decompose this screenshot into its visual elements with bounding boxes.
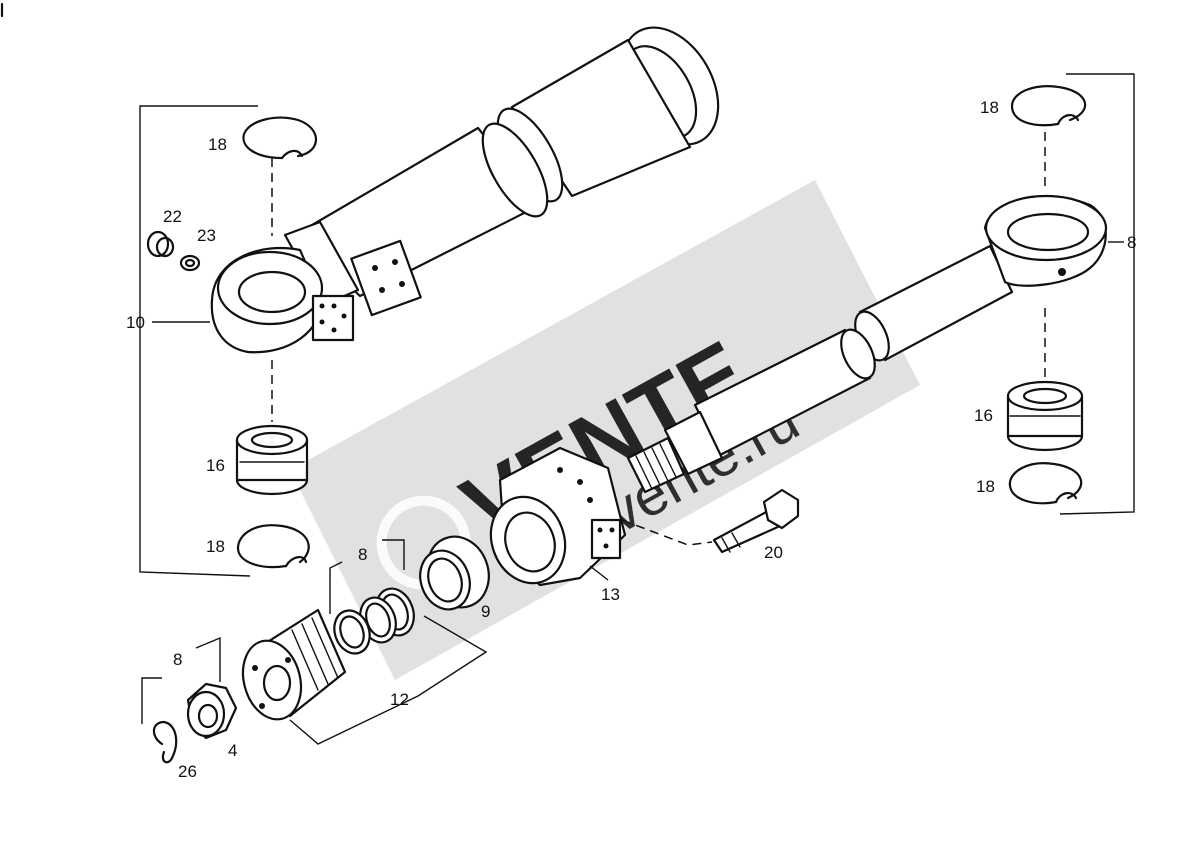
- callout-16-right: 16: [974, 406, 993, 425]
- callouts: 18 22 23 10 16 18 18 8 16 18 20 13 9 8 1…: [126, 98, 1136, 781]
- bracket-group-8-right: [1059, 73, 1135, 515]
- circlip-18-left-bottom: [236, 524, 310, 569]
- bearing-ring-9: [419, 535, 490, 611]
- callout-10: 10: [126, 313, 145, 332]
- callout-18-right-top: 18: [980, 98, 999, 117]
- piston-rod: [626, 194, 1108, 494]
- bracket-group-10: [139, 105, 258, 577]
- bolt-20: [712, 488, 800, 554]
- callout-22: 22: [163, 207, 182, 226]
- callout-12: 12: [390, 690, 409, 709]
- circlip-18-left-top: [242, 116, 317, 160]
- callout-18-right-bottom: 18: [976, 477, 995, 496]
- callout-18-left-top: 18: [208, 135, 227, 154]
- grease-nipple-22: [146, 230, 175, 258]
- washer-23: [179, 254, 201, 272]
- callout-26: 26: [178, 762, 197, 781]
- callout-8-right: 8: [1127, 233, 1136, 252]
- seals-group-8-mid: [329, 539, 415, 655]
- bushing-16-left: [235, 424, 309, 496]
- callout-18-left-bottom: 18: [206, 537, 225, 556]
- nut-4: [141, 636, 238, 740]
- circlip-18-right-top: [1010, 85, 1087, 127]
- circlip-26: [152, 720, 178, 764]
- callout-13: 13: [601, 585, 620, 604]
- piston-12: [241, 608, 488, 745]
- cylinder-barrel: [210, 26, 720, 354]
- gland-13: [489, 446, 627, 587]
- circlip-18-right-bottom: [1008, 462, 1083, 505]
- callout-23: 23: [197, 226, 216, 245]
- callout-9: 9: [481, 602, 490, 621]
- bushing-16-right: [1006, 380, 1084, 452]
- callout-8-mid: 8: [358, 545, 367, 564]
- callout-16-left: 16: [206, 456, 225, 475]
- callout-8-low: 8: [173, 650, 182, 669]
- callout-20: 20: [764, 543, 783, 562]
- callout-4: 4: [228, 741, 237, 760]
